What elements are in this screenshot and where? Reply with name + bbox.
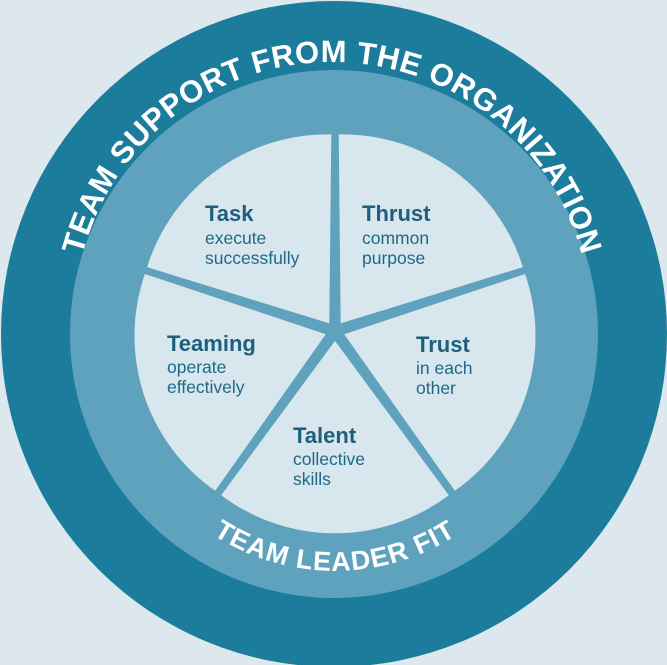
- thrust-line-1: common: [362, 228, 429, 248]
- trust-line-2: other: [416, 378, 456, 398]
- segment-trust: [344, 274, 536, 491]
- segment-talent-label: Talent collective skills: [293, 423, 365, 489]
- segment-trust-label: Trust in each other: [416, 332, 472, 398]
- talent-line-1: collective: [293, 449, 365, 469]
- talent-title: Talent: [293, 423, 357, 448]
- segment-task: [147, 134, 332, 324]
- trust-line-1: in each: [416, 358, 472, 378]
- teaming-line-1: operate: [167, 357, 226, 377]
- segment-teaming-label: Teaming operate effectively: [167, 331, 256, 397]
- thrust-line-2: purpose: [362, 248, 425, 268]
- task-title: Task: [205, 201, 254, 226]
- pie-chart: [134, 134, 536, 534]
- segment-talent: [221, 340, 449, 534]
- thrust-title: Thrust: [362, 201, 431, 226]
- segment-thrust-label: Thrust common purpose: [362, 201, 431, 268]
- task-line-2: successfully: [205, 248, 300, 268]
- teaming-line-2: effectively: [167, 377, 245, 397]
- segment-task-label: Task execute successfully: [205, 201, 300, 268]
- teaming-title: Teaming: [167, 331, 256, 356]
- task-line-1: execute: [205, 228, 266, 248]
- segment-thrust: [338, 134, 523, 324]
- trust-title: Trust: [416, 332, 470, 357]
- talent-line-2: skills: [293, 469, 331, 489]
- segment-teaming: [134, 274, 326, 491]
